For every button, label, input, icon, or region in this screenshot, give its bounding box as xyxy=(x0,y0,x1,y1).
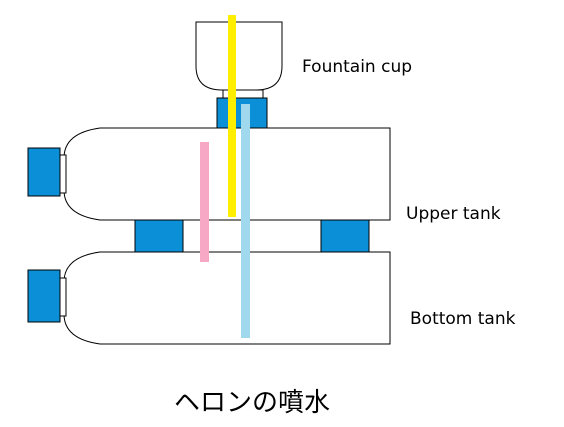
tank-connector-right xyxy=(320,219,370,253)
bottom-tank-label: Bottom tank xyxy=(410,309,516,329)
tank-connector-left xyxy=(134,219,184,253)
yellow-tube xyxy=(228,15,236,217)
diagram-title: ヘロンの噴水 xyxy=(174,388,330,418)
fountain-cup-label: Fountain cup xyxy=(302,57,412,77)
bottom-tank xyxy=(63,251,391,345)
light-blue-tube xyxy=(241,104,250,338)
fountain-cup xyxy=(195,21,283,91)
upper-tank-cap xyxy=(27,147,61,197)
upper-tank xyxy=(63,127,391,221)
bottom-tank-cap xyxy=(27,269,61,323)
pink-tube xyxy=(200,142,209,262)
upper-tank-label: Upper tank xyxy=(406,204,501,224)
